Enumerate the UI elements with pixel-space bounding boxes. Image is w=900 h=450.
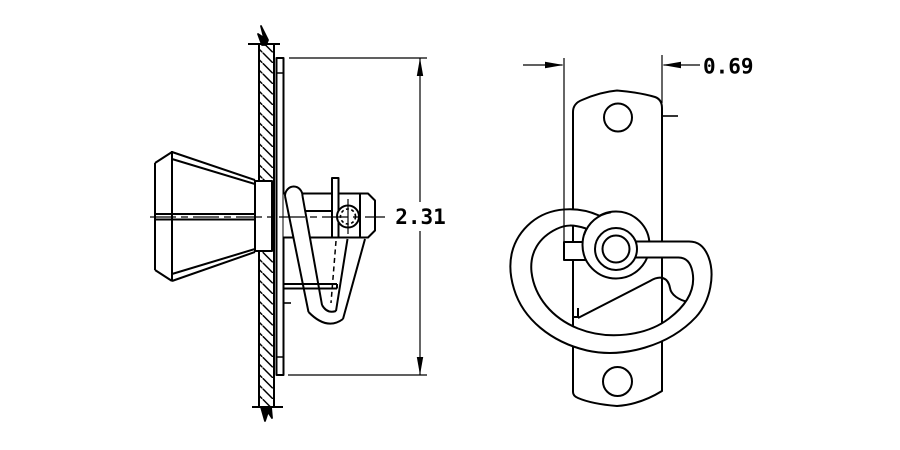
wall-section: [248, 25, 283, 422]
ring-hidden-line: [330, 240, 337, 304]
break-line-bottom-icon: [260, 406, 273, 422]
top-mounting-hole: [603, 102, 633, 133]
ferrule-through-wall: [254, 180, 273, 252]
height-extension-lines: [288, 57, 427, 376]
arrow-right-icon: [545, 61, 564, 69]
wall-edges: [248, 43, 283, 408]
d-ring-outer-edge: [509, 208, 713, 354]
d-ring-inner-edge: [530, 224, 695, 337]
knob-outline: [154, 151, 256, 282]
boss-inner: [601, 234, 631, 264]
d-ring: [509, 208, 713, 354]
width-extension-lines: [563, 55, 663, 242]
side-view: [150, 25, 385, 422]
strap-edge-lines: [283, 283, 338, 290]
wall-hatching-upper: [259, 44, 274, 181]
ring-side-profile: [283, 185, 366, 325]
arrow-down-icon: [416, 357, 424, 375]
front-view: [509, 89, 713, 407]
strap-bottom-tab: [573, 308, 579, 318]
break-line-top-icon: [257, 25, 269, 46]
bottom-mounting-hole: [602, 366, 633, 397]
plate-edge-ticks: [276, 72, 284, 358]
stud-cap: [359, 192, 376, 239]
arrow-up-icon: [416, 58, 424, 76]
wall-hatching-lower: [259, 252, 274, 407]
dimension-height: 2.31: [288, 57, 446, 376]
d-ring-fill: [510, 209, 712, 353]
knob: [154, 151, 273, 282]
dimension-width: 0.69: [523, 55, 754, 242]
ring-side-outline: [284, 185, 366, 325]
swivel-strap-bar: [331, 177, 340, 239]
swivel-base-arc-restore: [583, 211, 612, 236]
height-dimension-label: 2.31: [395, 205, 446, 229]
strap-fold-edge: [577, 276, 689, 319]
width-dimension-label: 0.69: [703, 55, 754, 79]
arrow-left-icon: [662, 61, 681, 69]
